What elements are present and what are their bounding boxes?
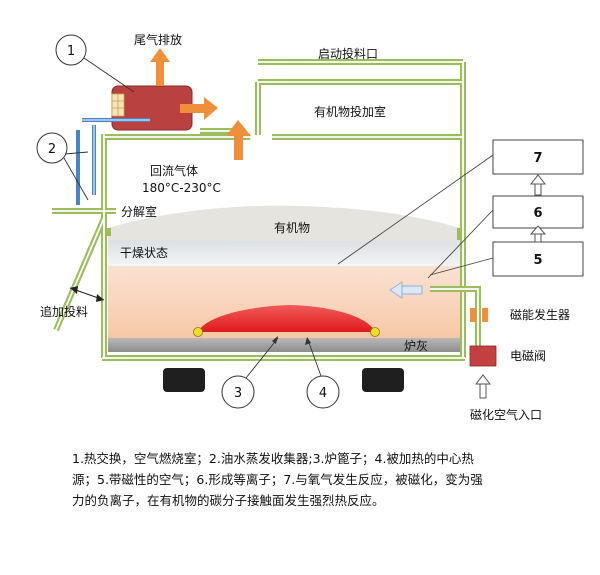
label-electromagnetic-valve: 电磁阀 bbox=[510, 348, 546, 363]
exhaust-arrow bbox=[150, 48, 170, 86]
caption-line-2: 源；5.带磁性的空气；6.形成等离子；7.与氧气发生反应，被磁化，变为强 bbox=[72, 472, 483, 487]
left-foot bbox=[163, 368, 205, 392]
air-inlet-arrow bbox=[474, 374, 492, 399]
box-7: 7 bbox=[492, 139, 584, 175]
blue-pipes bbox=[76, 118, 150, 205]
caption-line-3: 力的负离子，在有机物的碳分子接触面发生强烈热反应。 bbox=[72, 493, 385, 508]
callout-2: 2 bbox=[36, 132, 89, 201]
label-add-feed: 追加投料 bbox=[40, 304, 88, 319]
svg-text:5: 5 bbox=[533, 253, 542, 268]
electromagnetic-valve bbox=[469, 345, 497, 367]
caption-line-1: 1.热交换，空气燃烧室；2.油水蒸发收集器;3.炉篦子；4.被加热的中心热 bbox=[72, 451, 474, 466]
box-leader-lines bbox=[337, 154, 494, 279]
central-heat-source bbox=[198, 305, 375, 332]
box-5: 5 bbox=[492, 241, 584, 277]
label-reflux-temp: 180°C-230°C bbox=[142, 181, 221, 195]
label-dry-state: 干燥状态 bbox=[120, 246, 168, 260]
label-air-inlet: 磁化空气入口 bbox=[470, 407, 542, 422]
ash-layer bbox=[108, 338, 460, 352]
label-reflux-gas: 回流气体 bbox=[150, 163, 198, 178]
label-organic-feed-chamber: 有机物投加室 bbox=[314, 104, 386, 119]
callout-1: 1 bbox=[55, 34, 135, 93]
box-up-arrows bbox=[529, 174, 547, 243]
svg-text:3: 3 bbox=[234, 386, 242, 401]
svg-text:1: 1 bbox=[67, 44, 75, 59]
callout-4: 4 bbox=[305, 337, 340, 409]
label-ash: 炉灰 bbox=[404, 339, 428, 353]
label-start-feed: 启动投料口 bbox=[318, 46, 378, 61]
dry-layer bbox=[108, 240, 460, 266]
flow-arrow-right bbox=[180, 97, 218, 120]
right-foot bbox=[362, 368, 404, 392]
magnetized-air-arrow bbox=[389, 281, 423, 299]
box-6: 6 bbox=[492, 195, 584, 229]
label-organic: 有机物 bbox=[274, 221, 310, 235]
svg-text:7: 7 bbox=[533, 151, 542, 166]
label-magnetic-generator: 磁能发生器 bbox=[510, 307, 570, 322]
callout-3: 3 bbox=[221, 336, 279, 409]
reflux-arrow bbox=[226, 120, 251, 160]
svg-text:6: 6 bbox=[533, 206, 542, 221]
organic-pile bbox=[108, 205, 460, 242]
svg-text:2: 2 bbox=[48, 142, 56, 157]
svg-text:4: 4 bbox=[319, 386, 327, 401]
label-decomposition-chamber: 分解室 bbox=[121, 204, 157, 219]
grate-dot-right bbox=[370, 327, 380, 337]
magnetic-generator bbox=[470, 308, 476, 322]
figure-caption: 1.热交换，空气燃烧室；2.油水蒸发收集器;3.炉篦子；4.被加热的中心热 源；… bbox=[72, 448, 552, 511]
label-exhaust: 尾气排放 bbox=[134, 32, 182, 47]
grate-dot-left bbox=[193, 327, 203, 337]
